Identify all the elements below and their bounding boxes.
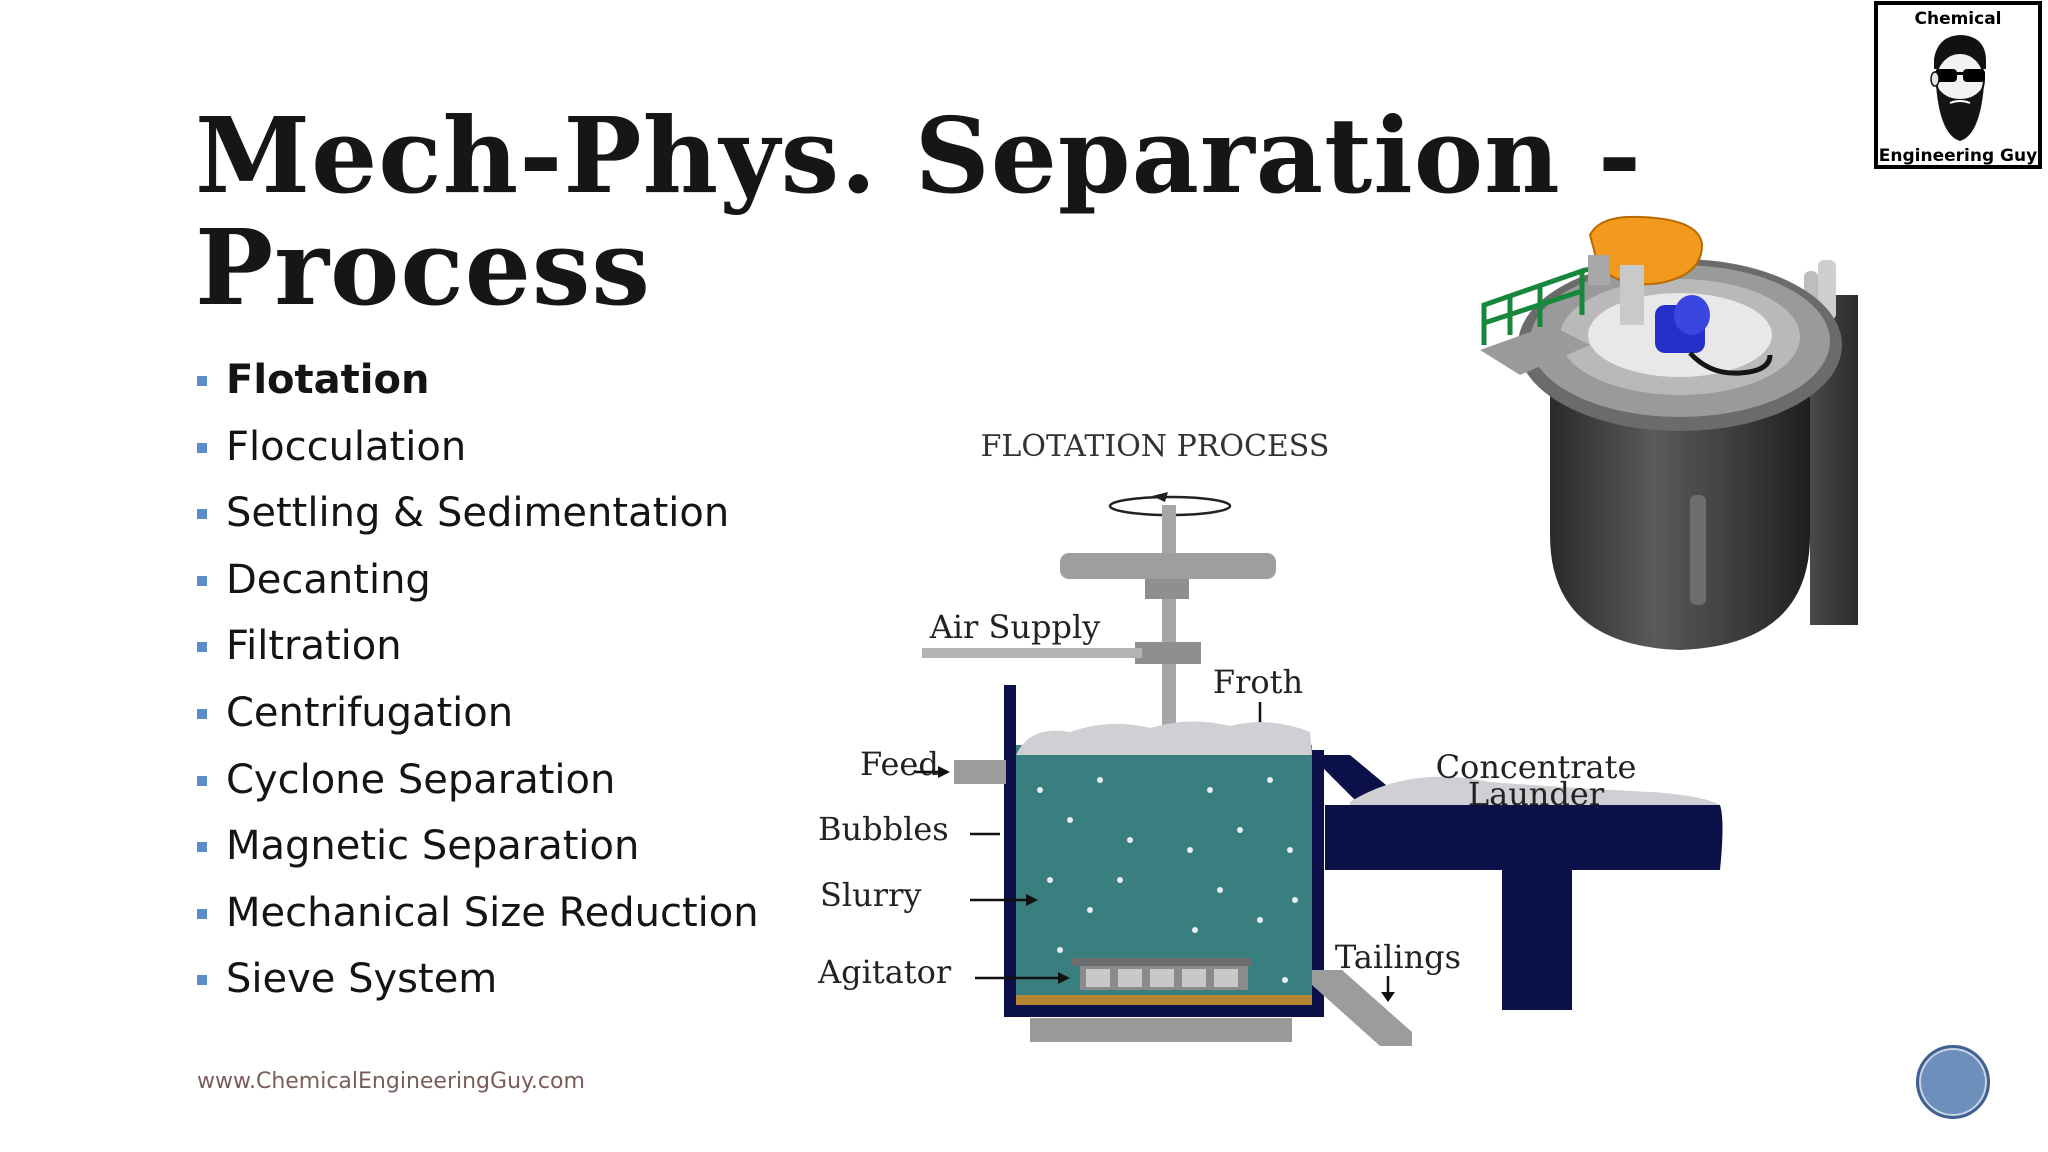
bullet-square-icon [197,908,207,919]
title-line-1: Mech-Phys. Separation - [195,94,1643,217]
bullet-square-icon [197,509,207,520]
slide-title: Mech-Phys. Separation - Process [195,94,1643,329]
bullet-item: Settling & Sedimentation [196,488,759,555]
bullet-item: Flotation [196,355,759,422]
bullet-square-icon [197,575,207,586]
bullet-text: Centrifugation [226,689,514,736]
bullet-text: Settling & Sedimentation [226,490,730,537]
bullet-square-icon [197,376,207,386]
diagram-title: FLOTATION PROCESS [981,429,1330,464]
froth-layer [1016,721,1312,755]
label-launder: Launder [1468,775,1605,813]
bullet-item: Mechanical Size Reduction [196,888,759,955]
bearded-man-sunglasses-icon [1930,35,1986,141]
bullet-text: Cyclone Separation [226,756,616,803]
bullet-item: Filtration [196,621,759,688]
bullet-square-icon [197,842,207,853]
bullet-square-icon [197,708,207,719]
label-tailings: Tailings [1335,938,1461,976]
bullet-square-icon [197,642,207,653]
bullet-text: Sieve System [226,956,498,1003]
bullet-text: Flotation [226,357,430,403]
label-concentrate: Concentrate [1436,748,1637,786]
concentrate-launder [1325,805,1723,870]
bullet-item: Decanting [196,555,759,622]
bullet-item: Centrifugation [196,688,759,755]
bullet-text: Flocculation [226,423,467,470]
flotation-diagram: FLOTATION PROCESS Air Supply Froth [817,429,1723,1046]
website-footer: www.ChemicalEngineeringGuy.com [197,1069,585,1094]
label-froth: Froth [1213,663,1303,701]
bullet-item: Flocculation [196,422,759,489]
bullet-square-icon [197,775,207,786]
label-bubbles: Bubbles [818,810,949,848]
flotation-cell-3d-icon [1480,215,1858,650]
bullet-text: Filtration [226,623,402,670]
label-agitator: Agitator [817,953,952,991]
bullet-square-icon [197,442,207,453]
air-supply-pipe [922,648,1142,658]
bullet-square-icon [197,975,207,986]
bullet-item: Sieve System [196,954,759,1021]
agitator-impeller [1072,958,1252,966]
label-slurry: Slurry [820,876,921,914]
bullet-item: Cyclone Separation [196,755,759,822]
bullet-text: Decanting [226,556,431,603]
label-air-supply: Air Supply [929,608,1101,646]
bullet-item: Magnetic Separation [196,821,759,888]
channel-logo: Chemical Engineering Guy [1874,1,2042,169]
slide-nav-circle-icon[interactable] [1916,1045,1990,1119]
logo-bottom-text: Engineering Guy [1878,146,2038,166]
feed-pipe [954,760,1006,784]
logo-top-text: Chemical [1914,9,2002,29]
launder-froth [1350,776,1720,805]
bullet-text: Mechanical Size Reduction [226,889,759,936]
label-feed: Feed [860,745,939,783]
tailings-pipe [1312,970,1412,1046]
bullet-text: Magnetic Separation [226,823,640,870]
title-line-2: Process [195,206,651,329]
